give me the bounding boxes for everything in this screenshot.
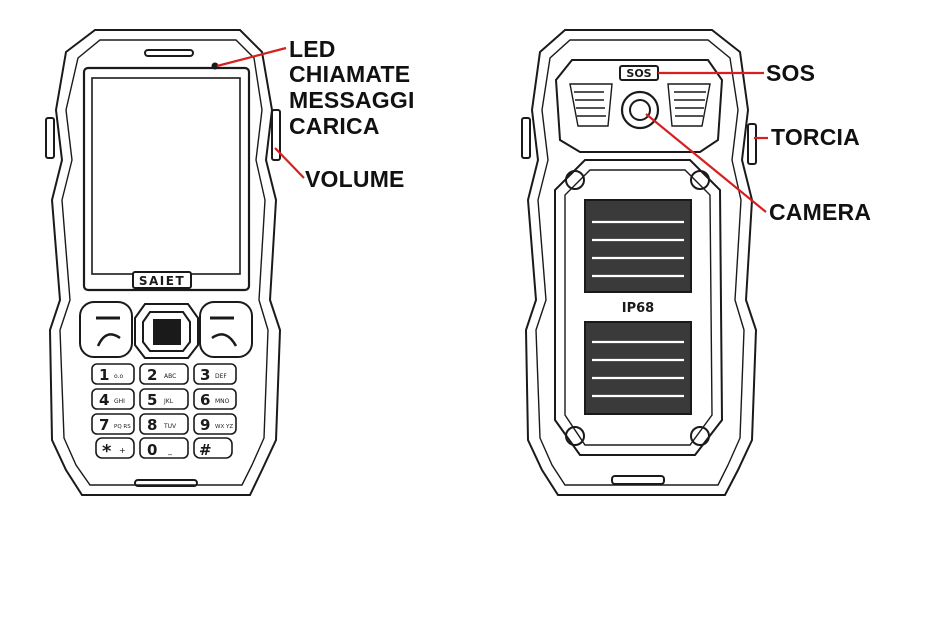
- back-screw-top-left: [566, 171, 584, 189]
- callout-chiamate: CHIAMATE: [289, 63, 410, 85]
- sos-badge-label: SOS: [626, 67, 651, 80]
- key-label-star: *: [102, 441, 112, 462]
- key-label-4: 4: [99, 391, 109, 409]
- front-earpiece: [145, 50, 193, 56]
- brand-label: SAIET: [139, 274, 185, 288]
- key-label-0: 0: [147, 441, 157, 459]
- front-call-icon: [98, 334, 120, 346]
- key-label-3: 3: [200, 366, 210, 384]
- callout-led: LED: [289, 38, 336, 60]
- key-letters-4: GHI: [114, 398, 125, 405]
- key-letters-0: _: [167, 446, 173, 455]
- key-label-7: 7: [99, 416, 109, 434]
- back-view: [522, 30, 756, 495]
- callout-carica: CARICA: [289, 115, 380, 137]
- back-speaker-right: [668, 84, 710, 126]
- front-screen-bezel: [84, 68, 249, 290]
- front-end-call-icon: [212, 334, 236, 346]
- callout-volume: VOLUME: [305, 168, 405, 190]
- key-label-6: 6: [200, 391, 210, 409]
- key-letters-1: o.o: [114, 373, 123, 380]
- back-grille-lower: [585, 322, 691, 414]
- front-dpad-center: [154, 320, 180, 344]
- key-letters-8: TUV: [163, 423, 177, 430]
- back-screw-bottom-right: [691, 427, 709, 445]
- key-label-2: 2: [147, 366, 157, 384]
- back-grille-upper: [585, 200, 691, 292]
- front-screen: [92, 78, 240, 274]
- key-letters-5: JKL: [163, 398, 174, 405]
- key-letters-star: +: [119, 446, 126, 455]
- callout-camera: CAMERA: [769, 201, 871, 223]
- key-label-8: 8: [147, 416, 157, 434]
- callout-messaggi: MESSAGGI: [289, 89, 415, 111]
- front-right-softkey: [200, 302, 252, 357]
- front-side-button-left: [46, 118, 54, 158]
- back-bottom-slot: [612, 476, 664, 484]
- callout-torcia: TORCIA: [771, 126, 860, 148]
- front-left-softkey: [80, 302, 132, 357]
- front-bottom-port: [135, 480, 197, 486]
- rating-label: IP68: [622, 301, 654, 316]
- leader-volume: [275, 148, 304, 178]
- key-label-5: 5: [147, 391, 157, 409]
- back-speaker-left: [570, 84, 612, 126]
- key-label-1: 1: [99, 366, 109, 384]
- callout-sos: SOS: [766, 62, 815, 84]
- front-view: [46, 30, 280, 495]
- key-letters-9: WX YZ: [215, 424, 233, 430]
- back-camera-ring: [622, 92, 658, 128]
- key-label-hash: #: [199, 441, 212, 459]
- key-letters-3: DEF: [215, 373, 227, 380]
- back-torch-button: [748, 124, 756, 164]
- back-camera-lens: [630, 100, 650, 120]
- key-label-9: 9: [200, 416, 210, 434]
- key-letters-2: ABC: [164, 373, 176, 380]
- back-screw-top-right: [691, 171, 709, 189]
- key-letters-6: MNO: [215, 398, 230, 405]
- leader-led: [217, 48, 286, 66]
- back-side-button-left: [522, 118, 530, 158]
- key-letters-7: PQ RS: [114, 424, 131, 430]
